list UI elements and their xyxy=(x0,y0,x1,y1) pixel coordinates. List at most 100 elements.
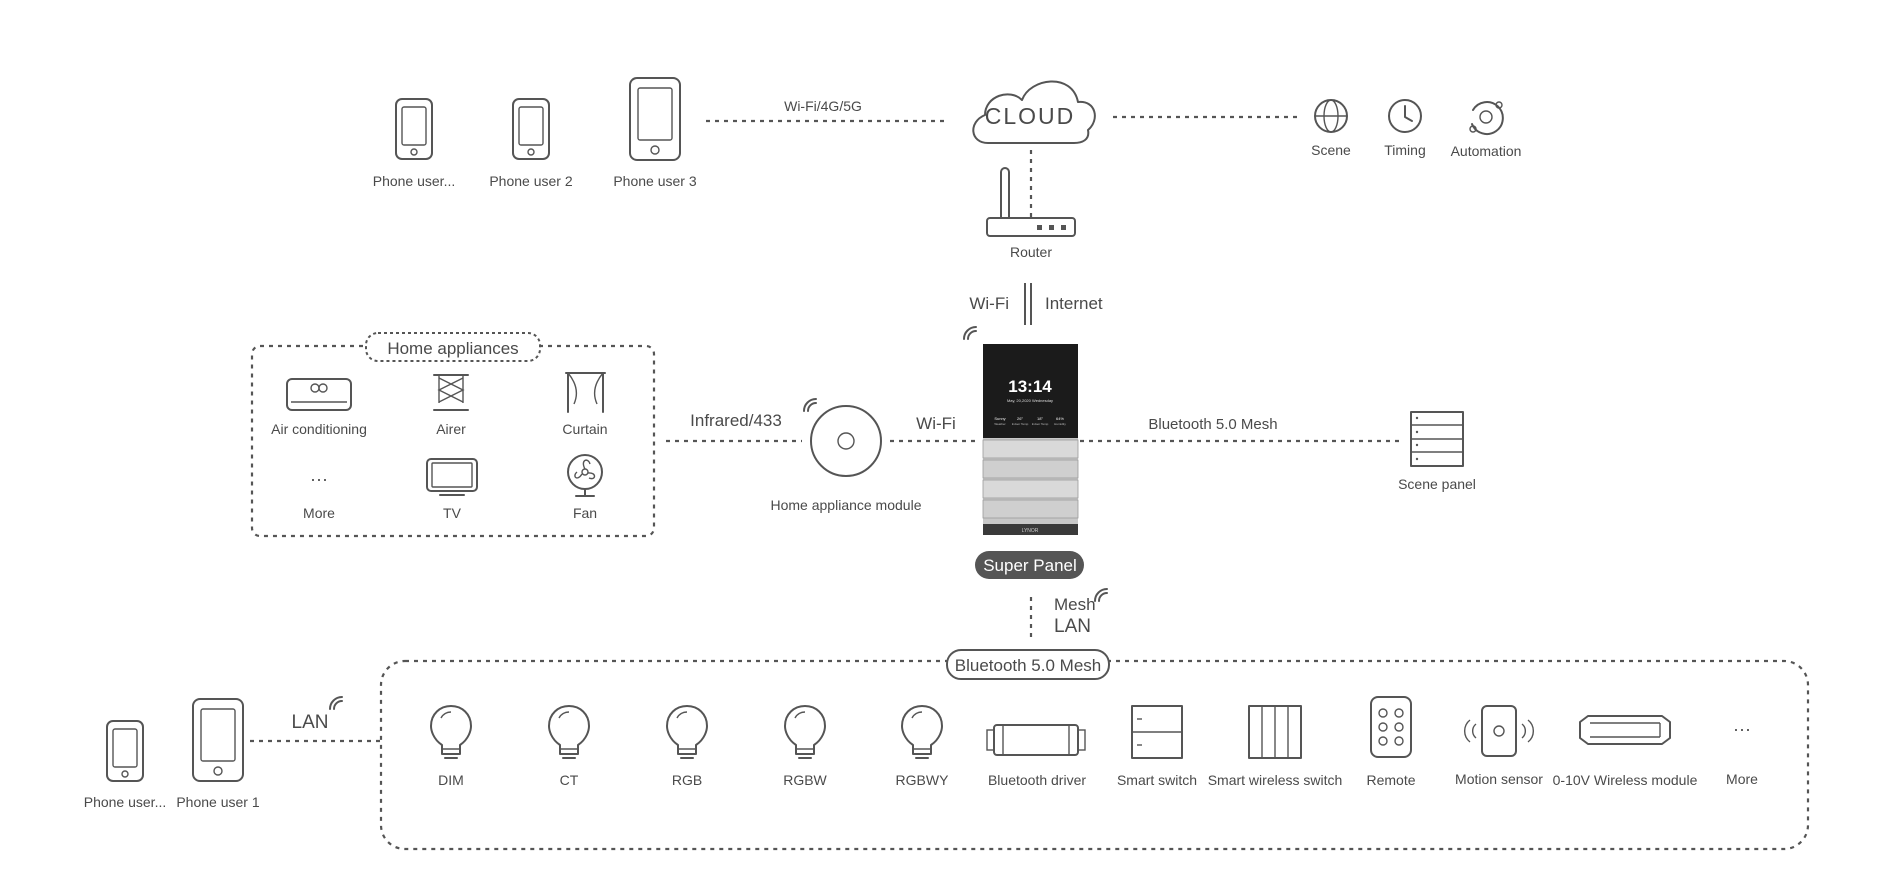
phone-label: Phone user 3 xyxy=(613,173,696,189)
panel-stat-value: 26° xyxy=(1017,416,1023,421)
module-icon xyxy=(810,405,882,477)
device-dim[interactable]: DIM xyxy=(430,705,472,788)
phone-icon xyxy=(629,77,681,161)
globe-icon xyxy=(1314,99,1348,133)
scene-panel-label: Scene panel xyxy=(1398,476,1476,492)
panel-stat-caption: Indoor Temp xyxy=(1012,422,1029,426)
connection-lines xyxy=(250,115,1400,743)
panel-screen xyxy=(983,344,1078,438)
phone-label: Phone user... xyxy=(373,173,456,189)
appliance-fan[interactable]: Fan xyxy=(567,454,603,521)
link-label-mesh: Mesh xyxy=(1054,595,1096,614)
feature-label: Automation xyxy=(1451,143,1522,159)
phone-user-bottom-1[interactable]: Phone user... xyxy=(84,720,167,810)
device-smart-wireless-switch[interactable]: Smart wireless switch xyxy=(1208,705,1343,788)
panel-buttons xyxy=(982,438,1079,535)
appliance-tv[interactable]: TV xyxy=(426,458,478,521)
device-rgb[interactable]: RGB xyxy=(666,705,708,788)
device-remote[interactable]: Remote xyxy=(1366,696,1416,788)
ellipsis-icon: ··· xyxy=(1733,719,1751,739)
device-motion-sensor[interactable]: Motion sensor xyxy=(1455,705,1543,787)
device-label: Smart switch xyxy=(1117,772,1197,788)
bluetooth-mesh-group: Bluetooth 5.0 Mesh DIM CT RGB RGBW RGBWY xyxy=(379,649,1810,851)
link-label-internet: Internet xyxy=(1045,294,1103,313)
panel-stat-value: Sunny xyxy=(994,416,1005,421)
panel-stat-caption: Weather xyxy=(994,422,1005,426)
switch-icon xyxy=(1131,705,1183,759)
phone-user-top-1[interactable]: Phone user... xyxy=(373,98,456,189)
device-label: Bluetooth driver xyxy=(988,772,1086,788)
tv-icon xyxy=(426,458,478,496)
appliance-label: Fan xyxy=(573,505,597,521)
phone-user-top-3[interactable]: Phone user 3 xyxy=(613,77,697,189)
appliance-airer[interactable]: Airer xyxy=(433,374,469,437)
appliance-label: Curtain xyxy=(562,421,607,437)
home-appliance-module[interactable]: Home appliance module xyxy=(771,398,922,513)
appliance-air-conditioning[interactable]: Air conditioning xyxy=(271,378,367,437)
phone-user-bottom-2[interactable]: Phone user 1 xyxy=(176,698,260,810)
super-panel-badge xyxy=(975,551,1084,579)
link-label-infrared: Infrared/433 xyxy=(690,411,782,430)
panel-brand: LYNOR xyxy=(1022,528,1039,534)
mesh-group-title: Bluetooth 5.0 Mesh xyxy=(955,656,1101,675)
device-more[interactable]: ··· More xyxy=(1726,719,1758,787)
device-label: CT xyxy=(560,772,579,788)
appliance-curtain[interactable]: Curtain xyxy=(562,372,608,437)
link-label-wifi-module: Wi-Fi xyxy=(916,414,956,433)
device-label: RGBW xyxy=(783,772,827,788)
wireless-switch-icon xyxy=(1248,705,1302,759)
link-label-bluetooth-mesh: Bluetooth 5.0 Mesh xyxy=(1148,416,1277,433)
phone-user-top-2[interactable]: Phone user 2 xyxy=(489,98,573,189)
phone-label: Phone user... xyxy=(84,794,167,810)
ellipsis-icon: ··· xyxy=(310,469,328,489)
link-label-wifi-4g-5g: Wi-Fi/4G/5G xyxy=(784,98,862,114)
signal-wave-icon xyxy=(329,696,343,710)
device-label: RGBWY xyxy=(896,772,950,788)
appliance-more[interactable]: ··· More xyxy=(303,469,335,521)
phone-label: Phone user 2 xyxy=(489,173,572,189)
appliance-label: Airer xyxy=(436,421,466,437)
device-label: Smart wireless switch xyxy=(1208,772,1343,788)
device-label: RGB xyxy=(672,772,702,788)
cloud-icon xyxy=(972,80,1096,144)
super-panel-label: Super Panel xyxy=(983,556,1077,575)
super-panel[interactable]: 13:14 May, 20,2020 Wednesday Sunny 26° 1… xyxy=(963,326,1084,579)
device-0-10v-wireless-module[interactable]: 0-10V Wireless module xyxy=(1553,715,1698,788)
device-smart-switch[interactable]: Smart switch xyxy=(1117,705,1197,788)
device-bluetooth-driver[interactable]: Bluetooth driver xyxy=(986,724,1086,788)
scene-panel[interactable]: Scene panel xyxy=(1398,411,1476,492)
bulb-icon xyxy=(666,705,708,759)
panel-time: 13:14 xyxy=(1008,377,1052,396)
driver-icon xyxy=(986,724,1086,756)
signal-wave-icon xyxy=(1094,588,1108,602)
device-label: More xyxy=(1726,771,1758,787)
feature-scene[interactable]: Scene xyxy=(1311,99,1351,158)
module-label: Home appliance module xyxy=(771,497,922,513)
device-rgbw[interactable]: RGBW xyxy=(783,705,828,788)
signal-wave-icon xyxy=(963,326,977,340)
router-node[interactable]: Router xyxy=(986,167,1076,260)
device-rgbwy[interactable]: RGBWY xyxy=(896,705,950,788)
device-ct[interactable]: CT xyxy=(548,705,590,788)
feature-timing[interactable]: Timing xyxy=(1384,99,1426,158)
feature-automation[interactable]: Automation xyxy=(1451,101,1522,159)
phone-icon xyxy=(512,98,550,160)
airer-icon xyxy=(433,374,469,411)
bulb-icon xyxy=(784,705,826,759)
phone-icon xyxy=(395,98,433,160)
link-label-lan-left: LAN xyxy=(292,712,329,733)
phone-icon xyxy=(106,720,144,782)
router-label: Router xyxy=(1010,244,1052,260)
router-icon xyxy=(986,167,1076,237)
appliance-label: TV xyxy=(443,505,462,521)
home-appliances-group: Home appliances Air conditioning Airer xyxy=(250,332,656,538)
panel-stat-caption: Indoor Temp xyxy=(1032,422,1049,426)
phone-icon xyxy=(192,698,244,782)
feature-label: Scene xyxy=(1311,142,1351,158)
fan-icon xyxy=(567,454,603,497)
clock-icon xyxy=(1388,99,1422,133)
curtain-icon xyxy=(565,372,606,413)
panel-stat-value: 18° xyxy=(1037,416,1043,421)
cloud-node[interactable]: CLOUD xyxy=(972,80,1096,144)
